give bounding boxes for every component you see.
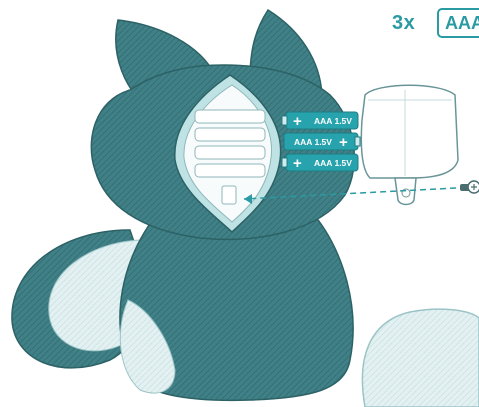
battery-1-label: AAA 1.5V xyxy=(314,116,352,126)
battery-1: + AAA 1.5V xyxy=(282,112,358,130)
battery-1-plus: + xyxy=(293,113,302,130)
battery-quantity: 3x xyxy=(392,12,415,35)
battery-2-plus: + xyxy=(339,134,348,151)
battery-2-label: AAA 1.5V xyxy=(294,137,332,147)
battery-3-plus: + xyxy=(293,155,302,172)
battery-3-label: AAA 1.5V xyxy=(314,158,352,168)
battery-2: + AAA 1.5V xyxy=(284,133,360,151)
second-plush-partial xyxy=(362,309,479,407)
battery-cover xyxy=(361,85,458,204)
battery-type-label: AAA xyxy=(445,13,479,34)
screw-icon xyxy=(460,181,479,193)
battery-3: + AAA 1.5V xyxy=(282,154,358,172)
